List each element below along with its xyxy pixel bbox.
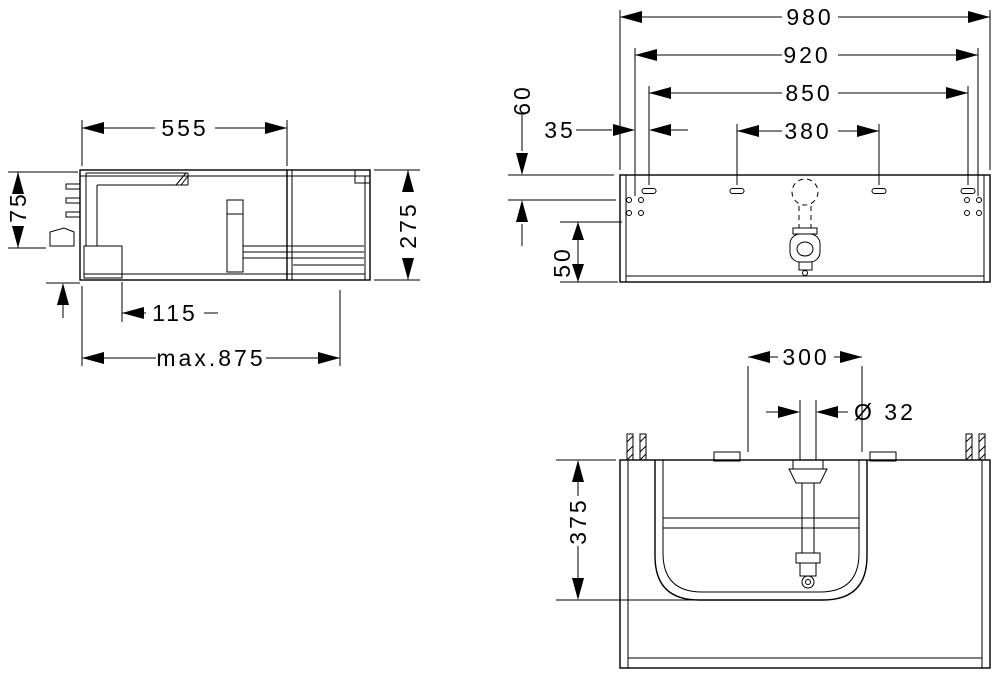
dim-375-label: 375	[565, 497, 591, 544]
front-view-outline	[619, 459, 991, 669]
plan-view-mounting-slots	[641, 188, 976, 194]
dim-75-label: 75	[5, 191, 31, 223]
plan-view-drain-siphon	[789, 178, 821, 276]
dim-drain-diameter-label: Ø 32	[854, 399, 916, 425]
dim-380-label: 380	[784, 118, 831, 144]
front-view: 300 Ø 32 375	[556, 344, 991, 669]
dim-75: 75	[5, 171, 78, 249]
dim-max-875: max.875	[81, 286, 341, 371]
dim-980: 980	[619, 4, 991, 170]
side-view: 555 75 115	[5, 115, 421, 371]
dim-50: 50	[549, 221, 622, 283]
dim-920-label: 920	[783, 42, 830, 68]
plan-view-screw-holes	[626, 197, 982, 216]
dim-60: 60	[508, 84, 616, 246]
front-view-basin-cutout	[654, 460, 868, 601]
front-view-drain-pipe	[788, 400, 828, 589]
dim-35: 35	[544, 117, 688, 143]
dim-50-label: 50	[549, 246, 575, 278]
dim-275: 275	[374, 169, 421, 281]
dim-920: 920	[634, 42, 979, 196]
dim-380: 380	[736, 118, 880, 185]
dim-980-label: 980	[786, 4, 833, 30]
side-view-bottom-reference	[46, 282, 80, 318]
dim-115: 115	[121, 282, 218, 326]
side-view-cabinet-outline	[79, 169, 371, 281]
dim-275-label: 275	[395, 201, 421, 248]
dim-555: 555	[81, 115, 288, 166]
dim-375: 375	[556, 459, 697, 601]
dim-300-label: 300	[782, 344, 829, 370]
dim-850: 850	[648, 80, 969, 185]
side-view-wall-mounts	[49, 183, 81, 247]
dim-max-875-label: max.875	[156, 345, 265, 371]
front-view-hanger-brackets	[713, 451, 897, 462]
dim-555-label: 555	[161, 115, 208, 141]
dim-drain-diameter: Ø 32	[766, 399, 916, 425]
dim-60-label: 60	[509, 84, 535, 116]
dim-300: 300	[747, 344, 863, 452]
dim-35-label: 35	[544, 117, 576, 143]
side-view-drain-pipe	[85, 172, 189, 246]
front-view-wall-studs	[626, 433, 986, 461]
dim-850-label: 850	[785, 80, 832, 106]
dim-115-label: 115	[152, 300, 198, 326]
plan-view: 980 920 850	[508, 4, 991, 283]
